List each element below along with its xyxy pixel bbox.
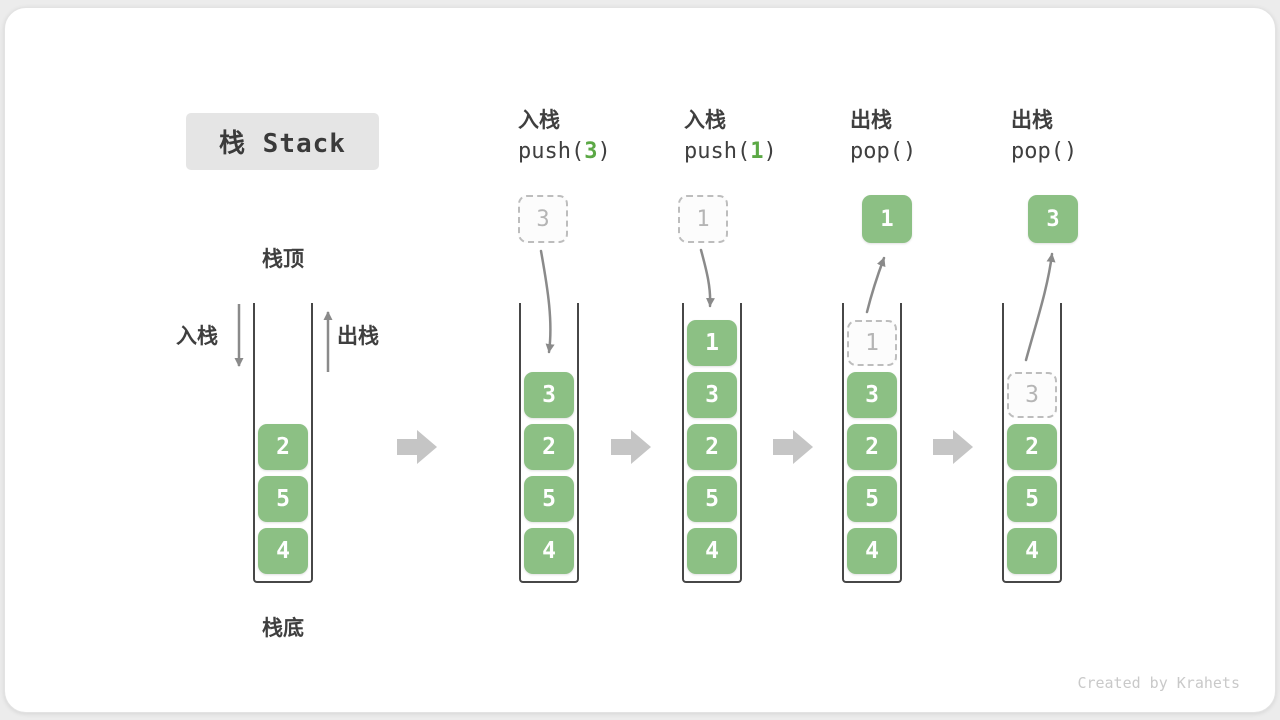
stack-cell: 5: [258, 476, 308, 522]
push-direction-label: 入栈: [176, 325, 218, 348]
op-label-pop-1: 出栈 pop(): [850, 106, 1020, 168]
diagram-title-text: 栈 Stack: [219, 129, 346, 159]
stack-container-5: [1002, 303, 1062, 583]
stack-cell: 3: [847, 372, 897, 418]
stack-cell: 4: [1007, 528, 1057, 574]
stack-cell: 2: [1007, 424, 1057, 470]
code-before: pop(: [1011, 139, 1064, 164]
code-after: ): [902, 139, 917, 164]
stack-bottom-label: 栈底: [262, 617, 304, 640]
code-after: ): [597, 139, 611, 164]
op-name: 出栈: [1011, 109, 1053, 132]
credit-text: Created by Krahets: [1077, 674, 1240, 692]
popped-element-box: 3: [1028, 195, 1078, 243]
stack-cell: 4: [687, 528, 737, 574]
code-before: push(: [684, 139, 751, 164]
op-code: push(3): [518, 136, 688, 168]
incoming-element-box: 1: [678, 195, 728, 243]
op-label-pop-3: 出栈 pop(): [1011, 106, 1181, 168]
stack-container-1: [253, 303, 313, 583]
stack-cell: 4: [258, 528, 308, 574]
popped-element-box: 1: [862, 195, 912, 243]
stack-container-4: [842, 303, 902, 583]
code-before: pop(: [850, 139, 903, 164]
stack-cell: 5: [847, 476, 897, 522]
pop-direction-label: 出栈: [337, 325, 379, 348]
code-arg: 3: [584, 139, 598, 164]
ghost-cell: 3: [1007, 372, 1057, 418]
op-name: 入栈: [684, 109, 726, 132]
op-code: pop(): [850, 136, 1020, 168]
stack-cell: 4: [847, 528, 897, 574]
stack-cell: 2: [687, 424, 737, 470]
stack-cell: 2: [847, 424, 897, 470]
code-after: ): [763, 139, 777, 164]
stack-cell: 2: [258, 424, 308, 470]
op-name: 出栈: [850, 109, 892, 132]
stack-cell: 4: [524, 528, 574, 574]
stack-cell: 2: [524, 424, 574, 470]
op-name: 入栈: [518, 109, 560, 132]
stack-cell: 3: [687, 372, 737, 418]
stack-cell: 3: [524, 372, 574, 418]
op-code: pop(): [1011, 136, 1181, 168]
code-before: push(: [518, 139, 585, 164]
stack-cell: 5: [1007, 476, 1057, 522]
code-after: ): [1063, 139, 1078, 164]
op-code: push(1): [684, 136, 854, 168]
op-label-push-1: 入栈 push(1): [684, 106, 854, 168]
incoming-element-box: 3: [518, 195, 568, 243]
op-label-push-3: 入栈 push(3): [518, 106, 688, 168]
stack-cell: 1: [687, 320, 737, 366]
code-arg: 1: [750, 139, 764, 164]
diagram-title: 栈 Stack: [186, 113, 379, 170]
ghost-cell: 1: [847, 320, 897, 366]
stack-cell: 5: [687, 476, 737, 522]
stack-container-3: [682, 303, 742, 583]
stack-cell: 5: [524, 476, 574, 522]
stack-top-label: 栈顶: [262, 248, 304, 271]
stack-container-2: [519, 303, 579, 583]
